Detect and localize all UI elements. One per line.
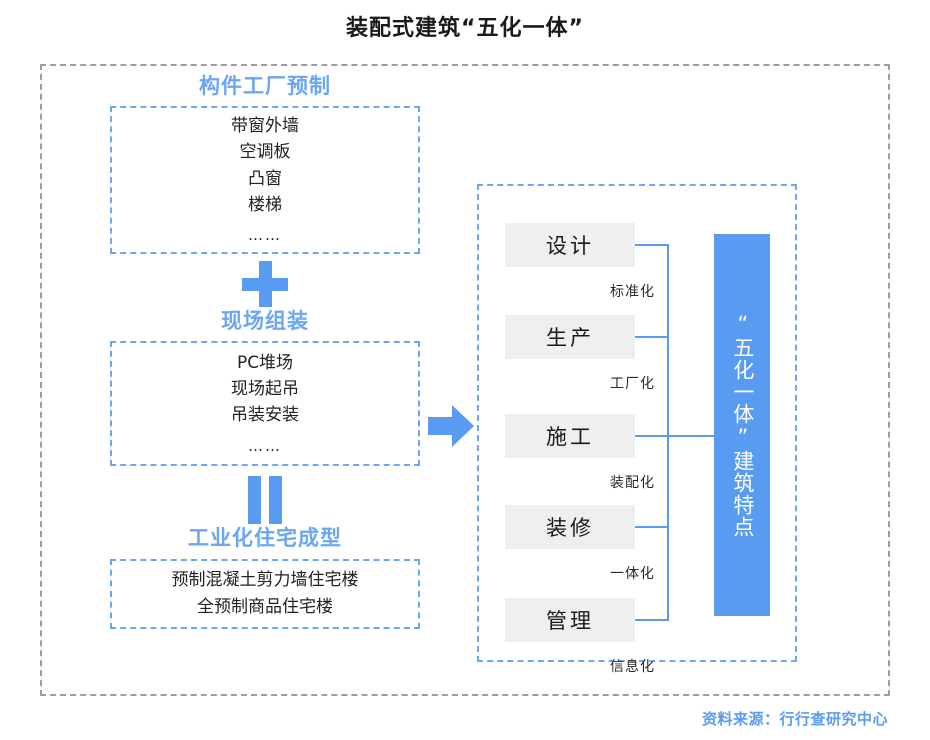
page-title: 装配式建筑“五化一体” — [346, 16, 584, 41]
stage-decoration[interactable]: 装修 — [505, 505, 635, 549]
group-box-prefab: 带窗外墙 空调板 凸窗 楼梯 …… — [110, 106, 420, 255]
group-heading-onsite: 现场组装 — [221, 309, 309, 334]
right-arrow-icon — [428, 405, 474, 447]
stage-caption-management: 信息化 — [610, 659, 655, 675]
list-item: 凸窗 — [248, 168, 282, 189]
list-item: 全预制商品住宅楼 — [197, 596, 333, 617]
stage-caption-production: 工厂化 — [610, 376, 655, 392]
stage-design[interactable]: 设计 — [505, 223, 635, 267]
plus-operator-icon — [242, 261, 288, 308]
stage-caption-design: 标准化 — [610, 284, 655, 300]
five-modernization-panel: 设计 标准化 生产 工厂化 施工 装配化 装修 一体化 管理 信息化 “五化一体… — [477, 184, 797, 675]
stage-management[interactable]: 管理 — [505, 598, 635, 642]
group-heading-prefab: 构件工厂预制 — [199, 74, 331, 98]
stage-production[interactable]: 生产 — [505, 315, 635, 359]
list-item: 预制混凝土剪力墙住宅楼 — [171, 570, 359, 591]
list-item-ellipsis: …… — [248, 226, 282, 245]
group-box-onsite: PC堆场 现场起吊 吊装安装 …… — [110, 341, 420, 467]
summary-bar-five-modernizations: “五化一体”建筑特点 — [714, 234, 770, 616]
list-item: 楼梯 — [248, 194, 282, 215]
list-item-ellipsis: …… — [248, 436, 282, 455]
equals-operator-icon — [248, 476, 282, 525]
group-heading-industrial: 工业化住宅成型 — [188, 526, 342, 551]
stage-caption-decoration: 一体化 — [610, 566, 655, 582]
list-item: 带窗外墙 — [231, 115, 299, 136]
stage-construction[interactable]: 施工 — [505, 414, 635, 458]
group-box-industrial: 预制混凝土剪力墙住宅楼 全预制商品住宅楼 — [110, 558, 420, 629]
left-process-column: 构件工厂预制 带窗外墙 空调板 凸窗 楼梯 …… 现场组装 PC堆场 现场起吊 … — [110, 74, 420, 679]
list-item: 现场起吊 — [231, 379, 299, 400]
list-item: 吊装安装 — [231, 405, 299, 426]
list-item: 空调板 — [239, 142, 291, 163]
diagram-outer-frame — [40, 64, 890, 696]
source-note: 资料来源：行行查研究中心 — [701, 710, 888, 728]
list-item: PC堆场 — [236, 352, 294, 373]
stage-caption-construction: 装配化 — [610, 475, 655, 491]
